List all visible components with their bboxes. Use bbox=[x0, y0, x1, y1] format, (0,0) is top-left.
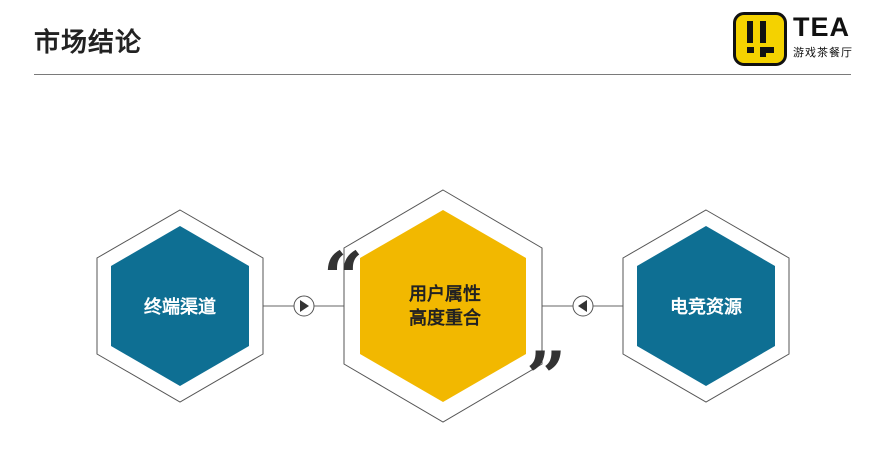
left-arrow-icon bbox=[572, 295, 594, 317]
center-hexagon-label-line1: 用户属性 bbox=[409, 283, 481, 305]
center-hexagon: 用户属性 高度重合 bbox=[343, 189, 543, 423]
right-hexagon: 电竞资源 bbox=[622, 209, 790, 403]
open-quote-icon: “ bbox=[323, 236, 363, 319]
left-hexagon: 终端渠道 bbox=[96, 209, 264, 403]
right-arrow-icon bbox=[293, 295, 315, 317]
title-divider bbox=[34, 74, 851, 75]
logo-word: TEA bbox=[793, 12, 850, 42]
logo-subtitle: 游戏茶餐厅 bbox=[793, 46, 853, 59]
right-hexagon-label: 电竞资源 bbox=[670, 296, 742, 318]
center-hexagon-label-line2: 高度重合 bbox=[409, 307, 482, 329]
logo-mark-icon bbox=[733, 12, 787, 66]
close-quote-icon: ” bbox=[526, 336, 566, 419]
left-hexagon-label: 终端渠道 bbox=[144, 296, 216, 318]
page-title: 市场结论 bbox=[34, 28, 143, 58]
logo: TEA 游戏茶餐厅 bbox=[733, 12, 863, 68]
